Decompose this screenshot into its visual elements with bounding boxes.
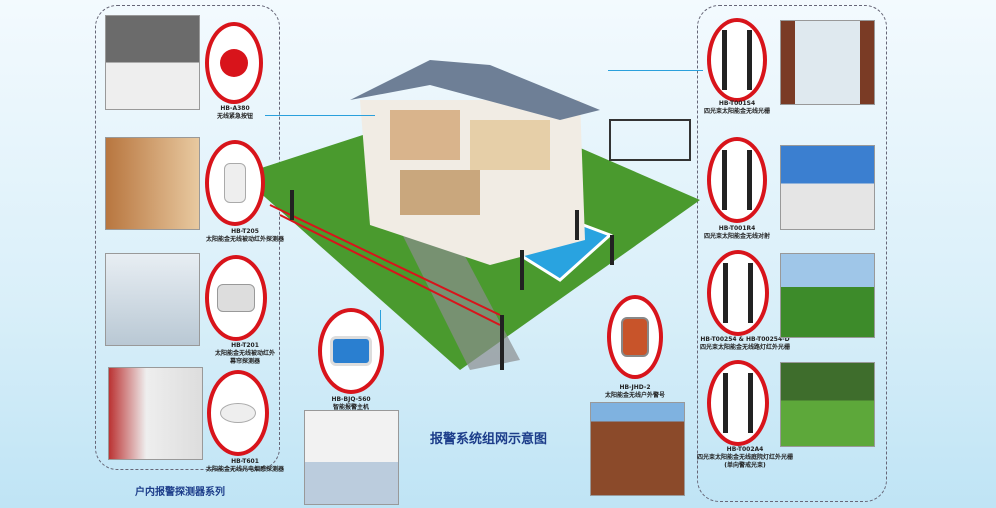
beam-post [520,250,524,290]
beam-line [279,214,501,326]
room [470,120,550,170]
bedroom-photo [105,15,200,110]
living-room-photo [105,137,200,230]
window-room-photo [105,253,200,346]
beam-post [575,210,579,240]
beam-grating-icon [722,30,752,90]
garden-photo [780,362,875,447]
room [390,110,460,160]
connector-line [265,115,375,116]
beam-post [500,315,504,370]
host-room-photo [304,410,399,505]
window-photo [780,20,875,105]
outdoor-panel [697,5,887,502]
house-scene [240,60,700,370]
diagram-title: 报警系统组网示意图 [430,432,548,447]
outdoor-siren-icon [621,317,649,357]
device-hb-bjq-560[interactable] [318,308,384,394]
lamp-beam-icon [723,263,753,323]
device-hb-jhd-2[interactable] [607,295,663,379]
indoor-series-label: 户内报警探测器系列 [135,487,225,498]
device-hb-t00254[interactable] [707,250,769,336]
indoor-panel [95,5,280,470]
device-hb-t601[interactable] [207,370,269,456]
roof [350,60,600,120]
device-hb-t205[interactable] [205,140,265,226]
garden-lamp-beam-icon [723,373,753,433]
smoke-detector-icon [220,403,256,423]
house-exterior-photo [590,402,685,496]
device-hb-t001r4[interactable] [707,137,767,223]
beam-detector-icon [722,150,752,210]
kitchen-photo [108,367,203,460]
device-hb-a380[interactable] [205,22,263,104]
curtain-detector-icon [217,284,255,312]
lawn-photo [780,253,875,338]
connector-line [608,70,703,71]
device-hb-t201[interactable] [205,255,267,341]
beam-post [610,235,614,265]
beam-post [290,190,294,220]
pir-detector-icon [224,163,246,203]
device-hb-t001s4[interactable] [707,18,767,102]
connector-line [380,310,381,330]
wall-photo [780,145,875,230]
device-hb-t002a4[interactable] [707,360,769,446]
emergency-button-icon [220,49,248,77]
room [400,170,480,215]
beam-line [269,204,501,316]
alarm-host-icon [330,336,372,366]
fence [609,119,691,161]
